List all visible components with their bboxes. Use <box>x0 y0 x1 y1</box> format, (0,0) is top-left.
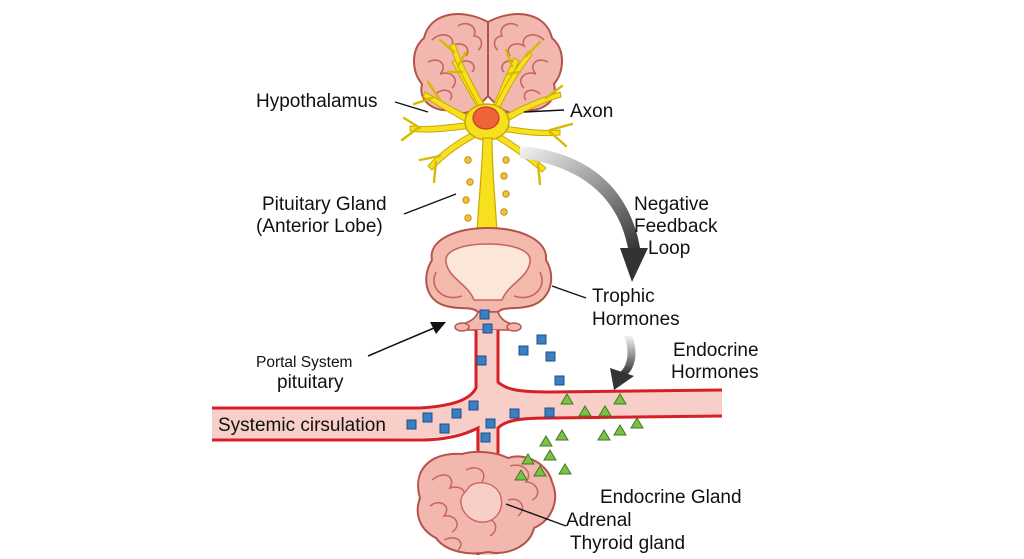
trophic-marker <box>439 423 450 434</box>
negative-feedback-arrow <box>520 146 648 282</box>
label-portal-line2: pituitary <box>277 372 344 393</box>
trophic-marker <box>544 407 555 418</box>
label-negative-line3: Loop <box>648 238 690 259</box>
pituitary-gland <box>425 226 553 332</box>
label-pituitary-line1: Pituitary Gland <box>262 194 387 215</box>
label-trophic-line2: Hormones <box>592 309 680 330</box>
trophic-marker <box>509 408 520 419</box>
diagram-labels: Hypothalamus Axon Pituitary Gland (Anter… <box>218 91 759 554</box>
trophic-marker <box>482 323 493 334</box>
trophic-marker <box>406 419 417 430</box>
endocrine-marker <box>539 435 553 447</box>
label-endocrine-gland: Endocrine Gland <box>600 487 742 508</box>
portal-arrow <box>367 322 446 357</box>
trophic-marker <box>554 375 565 386</box>
label-negative-line1: Negative <box>634 194 709 215</box>
trophic-marker <box>422 412 433 423</box>
trophic-marker <box>536 334 547 345</box>
label-endocrine-hormones-line2: Hormones <box>671 362 759 383</box>
hypothalamus-leader <box>394 101 429 113</box>
label-axon: Axon <box>570 101 613 122</box>
brain-illustration <box>413 13 563 115</box>
trophic-hormone-markers <box>406 309 565 443</box>
label-portal-line1: Portal System <box>256 354 352 371</box>
label-endocrine-hormones-line1: Endocrine <box>673 340 759 361</box>
endocrine-marker <box>514 469 528 481</box>
label-trophic-line1: Trophic <box>592 286 655 307</box>
endocrine-hormone-markers <box>514 393 644 481</box>
label-pituitary-line2: (Anterior Lobe) <box>256 216 383 237</box>
adrenal-leader <box>505 503 567 527</box>
endocrine-marker <box>630 417 644 429</box>
endocrine-marker <box>613 424 627 436</box>
endocrine-marker <box>598 405 612 417</box>
endocrine-marker <box>597 429 611 441</box>
label-adrenal: Adrenal <box>566 510 632 531</box>
trophic-marker <box>468 400 479 411</box>
axon-leader <box>523 109 565 113</box>
endocrine-marker <box>578 405 592 417</box>
hypothalamus-neuron <box>400 38 574 268</box>
endocrine-marker <box>558 463 572 475</box>
trophic-marker <box>518 345 529 356</box>
trophic-marker <box>545 351 556 362</box>
endocrine-marker <box>543 449 557 461</box>
label-systemic-circulation: Systemic cirsulation <box>218 415 386 436</box>
trophic-marker <box>476 355 487 366</box>
endocrine-marker <box>560 393 574 405</box>
pituitary-leader <box>403 193 457 215</box>
trophic-marker <box>451 408 462 419</box>
endocrine-marker <box>533 465 547 477</box>
label-thyroid-gland: Thyroid gland <box>570 533 685 554</box>
trophic-leader <box>551 285 587 299</box>
label-negative-line2: Feedback <box>634 216 718 237</box>
trophic-marker <box>485 418 496 429</box>
endocrine-hormone-arrow <box>610 336 636 390</box>
endocrine-marker <box>521 453 535 465</box>
endocrine-gland <box>416 450 557 555</box>
trophic-marker <box>480 432 491 443</box>
trophic-marker <box>479 309 490 320</box>
endocrine-marker <box>613 393 627 405</box>
endocrine-marker <box>555 429 569 441</box>
leader-lines <box>394 101 587 527</box>
label-hypothalamus: Hypothalamus <box>256 91 377 112</box>
